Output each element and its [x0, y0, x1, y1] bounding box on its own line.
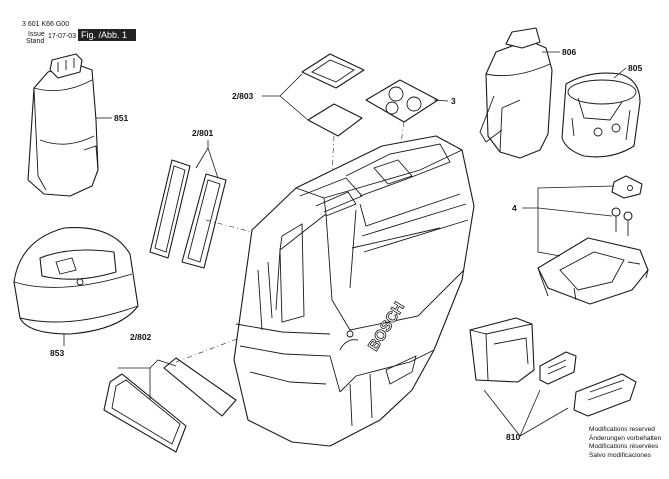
battery-pack-851: [27, 53, 99, 197]
issue-date: 17-07-03: [48, 33, 77, 40]
accessories-810: [469, 317, 637, 417]
charger-853: [13, 226, 139, 335]
note-line-es: Salvo modificaciones: [589, 451, 651, 459]
modification-notes: Modifications reserved Änderungen vorbeh…: [589, 426, 661, 460]
callout-806: 806: [562, 47, 577, 57]
screw-pair: [611, 207, 633, 236]
callout-3: 3: [451, 96, 456, 106]
callout-2-802: 2/802: [130, 332, 152, 342]
note-line-en: Modifications reserved: [589, 426, 655, 433]
figure-label: Fig. /Abb. 1: [78, 29, 136, 41]
callout-805: 805: [628, 63, 643, 73]
stand-label: Stand: [26, 38, 45, 45]
holder-806: [479, 27, 553, 159]
issue-label: Issue: [28, 31, 45, 38]
callout-851: 851: [114, 113, 129, 123]
callout-2-803: 2/803: [232, 91, 254, 101]
callout-810: 810: [506, 432, 521, 442]
laser-housing: [233, 135, 475, 447]
note-line-de: Änderungen vorbehalten: [589, 434, 662, 442]
note-line-fr: Modifications réservées: [589, 443, 659, 451]
callout-853: 853: [50, 348, 65, 358]
callout-2-801: 2/801: [192, 128, 214, 138]
window-glass-2-802: [103, 333, 251, 453]
document-number: 3 601 K66 G00: [22, 21, 70, 28]
base-805: [561, 72, 641, 158]
window-glass-2-803: [301, 53, 365, 177]
mounting-kit-4: [537, 175, 649, 305]
callout-4: 4: [512, 203, 517, 213]
callout-leaders: [63, 51, 627, 437]
